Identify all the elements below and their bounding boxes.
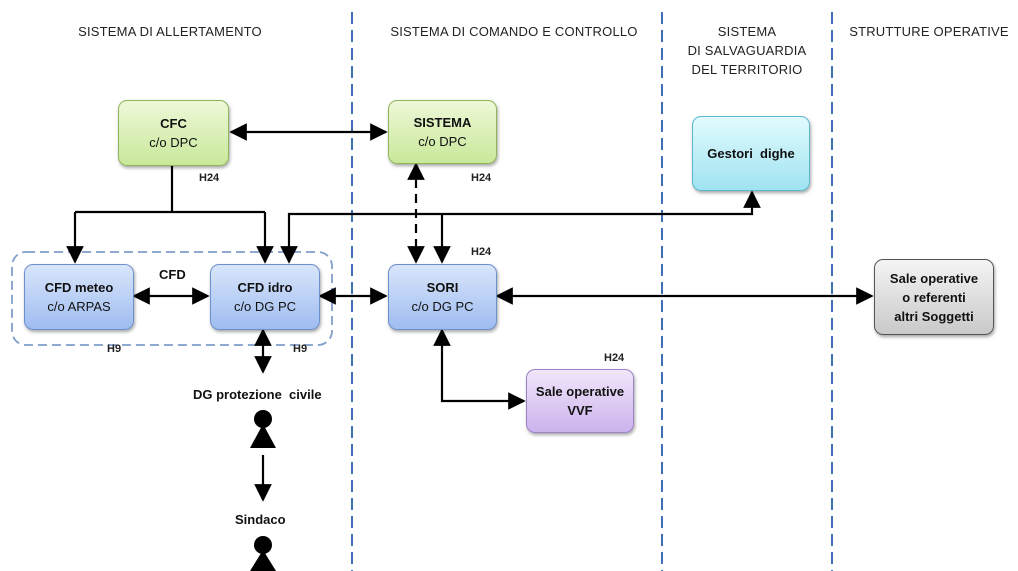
node-subtitle: c/o DPC [418, 134, 467, 149]
column-header-line: DEL TERRITORIO [691, 62, 803, 77]
person-icon [250, 536, 276, 571]
column-header-salvaguardia: SISTEMA DI SALVAGUARDIA DEL TERRITORIO [662, 22, 832, 79]
availability-tag: H24 [604, 352, 625, 364]
node-cfc: CFC c/o DPC [118, 100, 229, 166]
column-header-allertamento: SISTEMA DI ALLERTAMENTO [78, 24, 262, 39]
column-header-strutture: STRUTTURE OPERATIVE [849, 24, 1009, 39]
node-line: altri Soggetti [894, 308, 974, 324]
node-sale-operative-altri: Sale operative o referenti altri Soggett… [874, 259, 994, 335]
column-header-comando: SISTEMA DI COMANDO E CONTROLLO [390, 24, 638, 39]
column-header-line: DI SALVAGUARDIA [687, 43, 807, 58]
node-line: o referenti [902, 289, 966, 305]
cfd-group-label: CFD [159, 267, 186, 282]
node-subtitle: c/o DG PC [411, 299, 474, 314]
node-subtitle: c/o ARPAS [47, 299, 111, 314]
availability-tag: H24 [471, 172, 492, 184]
person-icon [250, 410, 276, 448]
node-title: SORI [426, 280, 459, 295]
node-sale-operative-vvf: Sale operative VVF [526, 369, 634, 433]
node-line: VVF [567, 403, 593, 418]
node-line: Sale operative [535, 384, 625, 399]
node-cfd-meteo: CFD meteo c/o ARPAS [24, 264, 134, 330]
arrow-gestori-cfd-idro [280, 190, 761, 264]
availability-tag: H9 [107, 343, 122, 355]
arrow-sori-vvf [433, 328, 526, 410]
node-title: Gestori dighe [707, 146, 795, 161]
node-title: CFD meteo [44, 280, 114, 295]
cfd-group-frame [11, 251, 333, 346]
availability-tag: H24 [471, 246, 492, 258]
dg-protezione-civile-label: DG protezione civile [193, 387, 322, 402]
node-subtitle: c/o DG PC [233, 299, 297, 314]
node-gestori-dighe: Gestori dighe [692, 116, 810, 191]
availability-tag: H24 [199, 172, 220, 184]
availability-tag: H9 [293, 343, 308, 355]
node-sistema: SISTEMA c/o DPC [388, 100, 497, 164]
node-subtitle: c/o DPC [149, 135, 198, 150]
node-cfd-idro: CFD idro c/o DG PC [210, 264, 320, 330]
node-title: CFC [160, 116, 187, 131]
sindaco-label: Sindaco [235, 512, 286, 527]
node-line: Sale operative [889, 270, 979, 286]
node-title: CFD idro [237, 280, 293, 295]
column-header-line: SISTEMA [717, 24, 777, 39]
node-title: SISTEMA [413, 115, 472, 130]
node-sori: SORI c/o DG PC [388, 264, 497, 330]
